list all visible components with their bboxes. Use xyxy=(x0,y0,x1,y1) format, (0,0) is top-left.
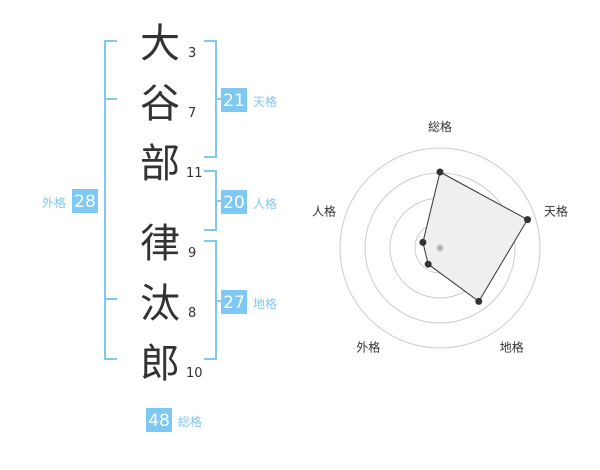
jinkaku-value: 20 xyxy=(223,193,245,213)
chikaku-label: 地格 xyxy=(253,296,277,311)
name-char-5: 汰 xyxy=(140,281,180,327)
chikaku-badge xyxy=(221,290,247,314)
tenkaku-badge xyxy=(221,88,247,112)
name-char-2: 谷 xyxy=(140,81,180,127)
radar-point-5 xyxy=(419,238,427,246)
radar-ring-4 xyxy=(339,147,541,349)
gaikaku-bracket xyxy=(104,40,117,360)
soukaku-label: 総格 xyxy=(178,414,202,429)
chikaku-value: 27 xyxy=(223,293,245,313)
stroke-count-1: 3 xyxy=(188,46,196,61)
gaikaku-badge xyxy=(72,189,98,213)
tenkaku-value: 21 xyxy=(223,91,245,111)
jinkaku-label: 人格 xyxy=(253,196,277,211)
name-char-4: 律 xyxy=(140,221,180,267)
radar-points xyxy=(419,168,531,305)
name-fortune-diagram: 大 谷 部 律 汰 郎 3 7 11 9 8 10 21 天格 20 人格 27… xyxy=(42,21,277,432)
gaikaku-label: 外格 xyxy=(42,195,66,210)
radar-point-1 xyxy=(436,168,444,176)
stroke-count-6: 10 xyxy=(186,366,203,381)
radar-axis-label-2: 天格 xyxy=(544,203,568,218)
stroke-count-5: 8 xyxy=(188,306,196,321)
radar-center-dot xyxy=(436,244,444,252)
radar-area xyxy=(422,171,529,303)
radar-axis-label-4: 外格 xyxy=(356,340,380,355)
gaikaku-value: 28 xyxy=(74,192,96,212)
soukaku-badge xyxy=(146,408,172,432)
radar-point-2 xyxy=(524,216,531,224)
name-char-3: 部 xyxy=(140,141,180,187)
stroke-count-4: 9 xyxy=(188,246,196,261)
stroke-count-2: 7 xyxy=(188,106,196,121)
radar-axis-label-1: 総格 xyxy=(428,119,452,134)
radar-axis-label-5: 人格 xyxy=(312,203,336,218)
stroke-count-3: 11 xyxy=(186,166,203,181)
tenkaku-label: 天格 xyxy=(253,94,277,109)
radar-point-3 xyxy=(475,297,483,305)
soukaku-value: 48 xyxy=(148,411,170,431)
jinkaku-badge xyxy=(221,190,247,214)
name-char-1: 大 xyxy=(140,21,180,67)
radar-point-4 xyxy=(424,260,432,268)
name-char-6: 郎 xyxy=(140,341,180,387)
radar-axis-label-3: 地格 xyxy=(500,340,524,355)
